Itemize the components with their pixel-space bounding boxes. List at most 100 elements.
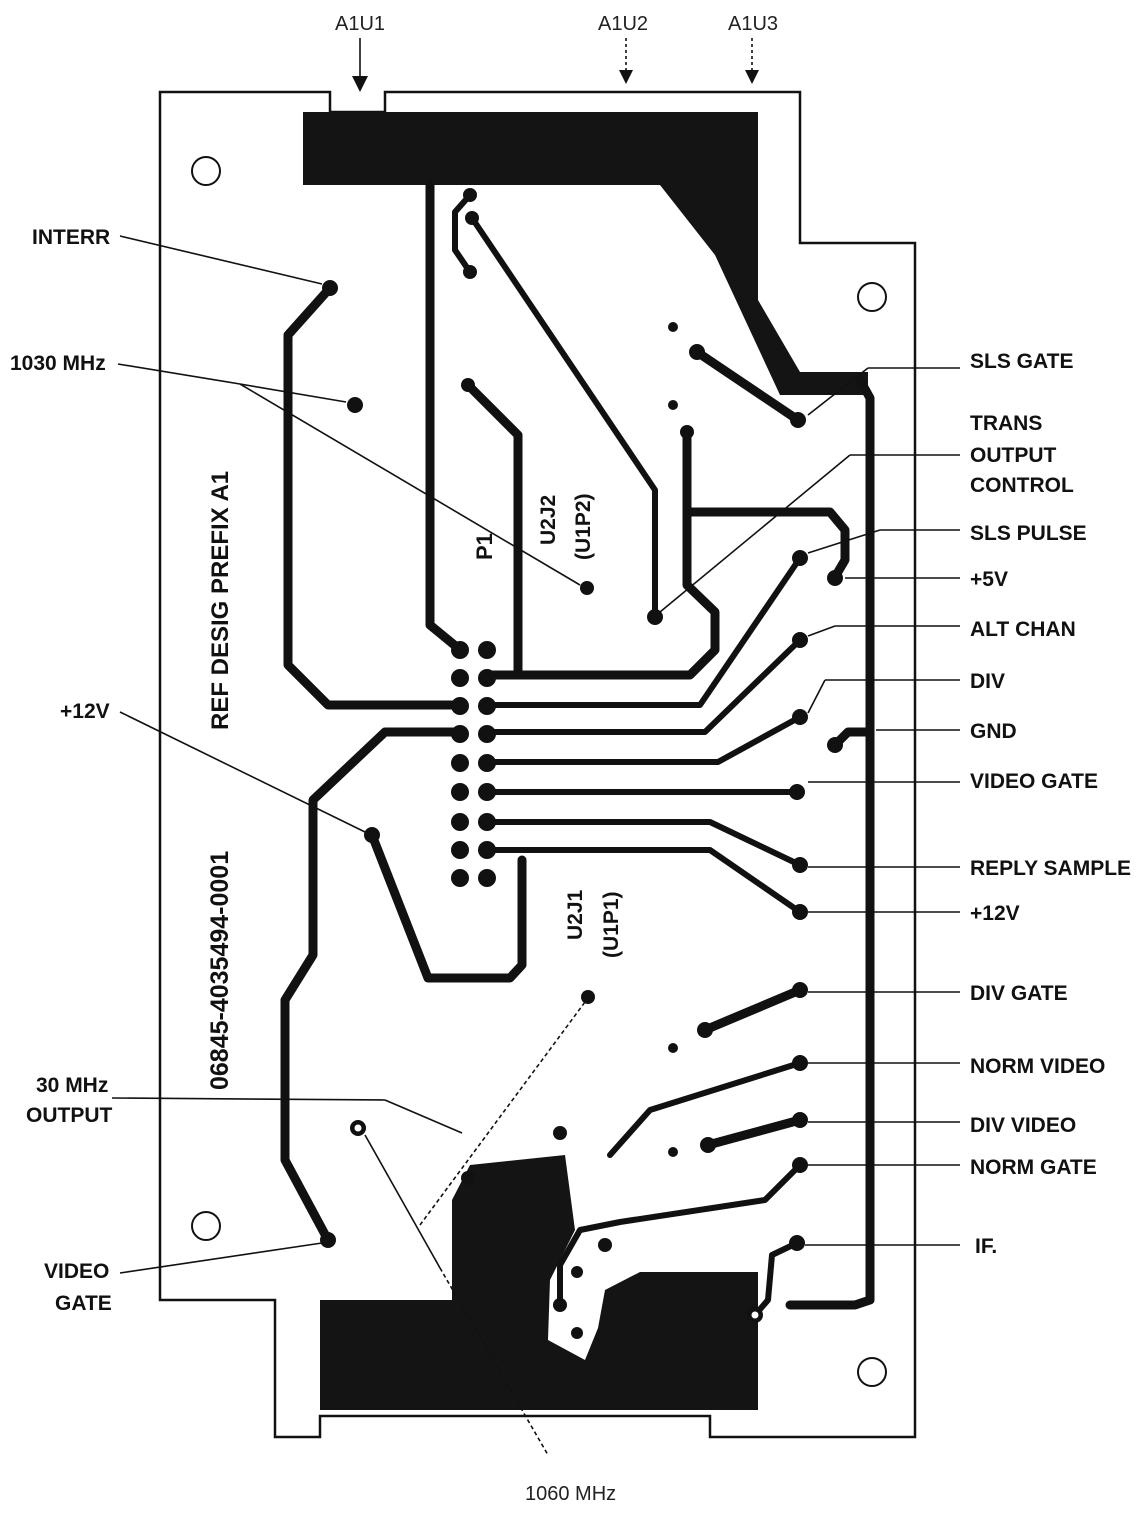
pad [580, 581, 594, 595]
connector-pad [451, 725, 469, 743]
trace-interr [283, 283, 463, 710]
pad [571, 1266, 583, 1278]
trace-plus12v [367, 830, 527, 983]
trace-norm-video [607, 1060, 803, 1158]
trace-fan-3 [487, 714, 803, 765]
connector-pad [451, 754, 469, 772]
pad [680, 425, 694, 439]
pad [789, 784, 805, 800]
pad [461, 378, 475, 392]
pad [647, 609, 663, 625]
mounting-hole [191, 156, 221, 186]
label-video-gate-right: VIDEO GATE [970, 770, 1098, 793]
pad [463, 265, 477, 279]
pad [320, 1232, 336, 1248]
label-control: CONTROL [970, 474, 1074, 497]
pad-hole [354, 1124, 362, 1132]
top-arrows [352, 38, 759, 92]
label-sls-pulse: SLS PULSE [970, 522, 1087, 545]
label-1030mhz: 1030 MHz [10, 352, 106, 375]
pad [792, 1157, 808, 1173]
label-a1u2: A1U2 [598, 13, 648, 35]
mounting-hole [857, 282, 887, 312]
trace-div-gate [700, 985, 805, 1035]
trace-upper-stub [452, 192, 473, 275]
connector-pad [451, 813, 469, 831]
label-trans: TRANS [970, 412, 1042, 435]
label-alt-chan: ALT CHAN [970, 618, 1076, 641]
pad [689, 344, 705, 360]
connector-pad [451, 841, 469, 859]
pad [792, 904, 808, 920]
label-a1u1: A1U1 [335, 13, 385, 35]
pad [668, 1147, 678, 1157]
label-plus12v-right: +12V [970, 902, 1020, 925]
pad [465, 211, 479, 225]
pad [700, 1137, 716, 1153]
pad [347, 397, 363, 413]
connector-pad [478, 697, 496, 715]
connector-pad [451, 697, 469, 715]
connector-pad [451, 783, 469, 801]
pad [792, 982, 808, 998]
label-a1u3: A1U3 [728, 13, 778, 35]
connector-pad [478, 841, 496, 859]
label-reply-sample: REPLY SAMPLE [970, 857, 1131, 880]
pad [463, 188, 477, 202]
label-div: DIV [970, 670, 1005, 693]
label-plus12v-left: +12V [60, 700, 110, 723]
label-norm-video: NORM VIDEO [970, 1055, 1105, 1078]
pad [553, 1298, 567, 1312]
trace-video-gate [280, 727, 465, 1245]
pad [789, 1235, 805, 1251]
connector-pad [478, 754, 496, 772]
left-leader-lines [111, 235, 586, 1456]
connector-pad [478, 869, 496, 887]
connector-pad [478, 813, 496, 831]
trace-upper [469, 215, 658, 618]
pad [790, 412, 806, 428]
u2j2-text: U2J2 [537, 495, 560, 545]
connector-pad [478, 641, 496, 659]
pad [792, 632, 808, 648]
trace-center [463, 380, 523, 680]
trace-p1-top [425, 180, 463, 653]
label-video-gate-left-2: GATE [55, 1292, 112, 1315]
pad [697, 1022, 713, 1038]
pad [461, 1171, 475, 1185]
trace-sls-gate [692, 347, 803, 425]
pad [571, 1327, 583, 1339]
pad [364, 827, 380, 843]
trace-norm-gate [557, 1162, 803, 1308]
trace-fan-6 [487, 847, 803, 915]
trace-if [752, 1240, 800, 1318]
top-ground-plane [303, 112, 868, 395]
label-norm-gate: NORM GATE [970, 1156, 1097, 1179]
pad [792, 1055, 808, 1071]
connector-pad [478, 783, 496, 801]
label-div-video: DIV VIDEO [970, 1114, 1076, 1137]
bottom-ground-plane [320, 1155, 758, 1410]
pad [792, 857, 808, 873]
label-div-gate: DIV GATE [970, 982, 1068, 1005]
label-output: OUTPUT [970, 444, 1057, 467]
trace-fan-2 [487, 637, 803, 735]
trace-trans [485, 430, 720, 680]
right-bus-trace [785, 375, 875, 1310]
p1-text: P1 [472, 533, 497, 560]
label-interr: INTERR [32, 226, 110, 249]
u1p2-text: (U1P2) [572, 493, 595, 560]
label-if: IF. [975, 1235, 997, 1258]
right-leader-lines [659, 367, 960, 1246]
trace-fan-5 [487, 819, 803, 868]
label-gnd: GND [970, 720, 1017, 743]
pad [827, 737, 843, 753]
connector-pad [451, 669, 469, 687]
connector-pad [451, 869, 469, 887]
label-1060mhz: 1060 MHz [525, 1483, 616, 1505]
u2j1-text: U2J1 [564, 889, 587, 940]
pad [598, 1238, 612, 1252]
pad [322, 280, 338, 296]
pad [792, 709, 808, 725]
